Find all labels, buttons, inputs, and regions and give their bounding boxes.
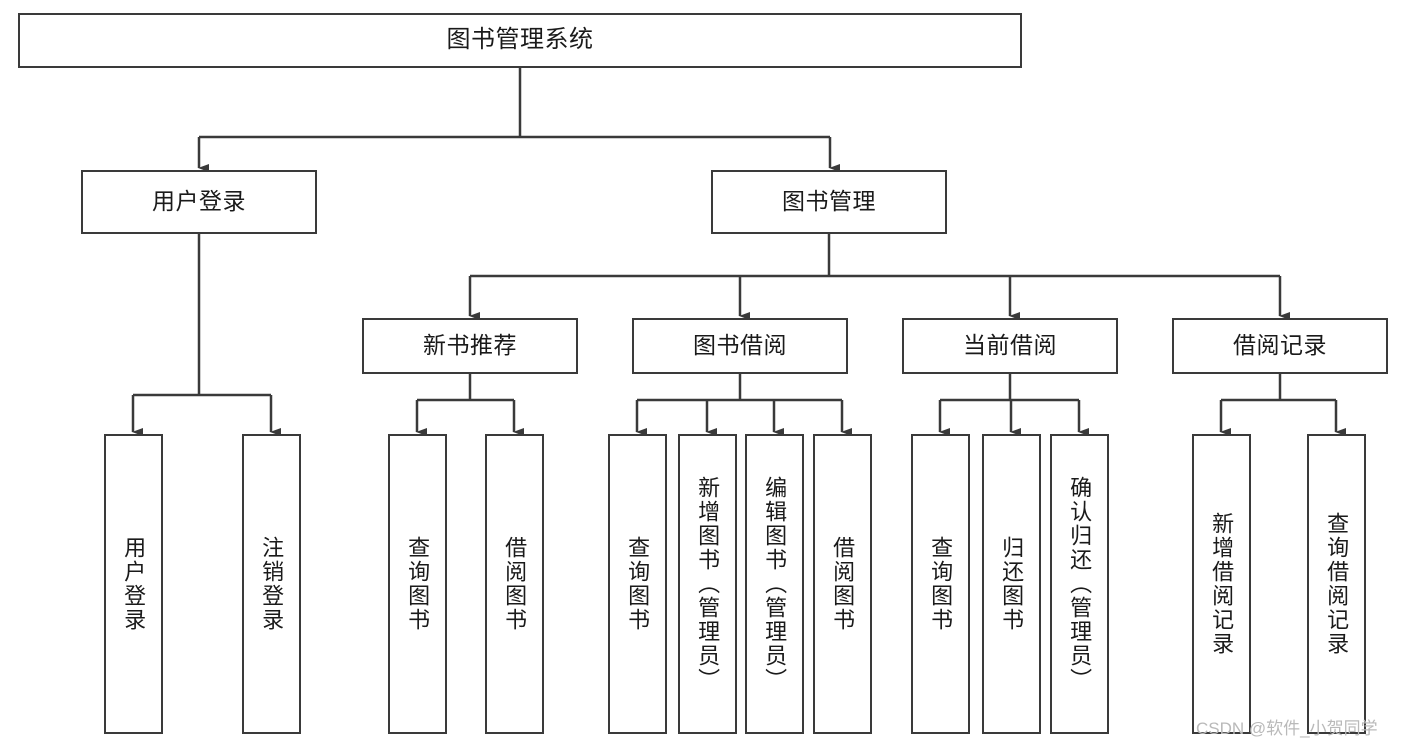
node-book-manage[interactable]: 图书管理 [711,170,947,234]
node-leaf-query-book-1[interactable]: 查询图书 [388,434,447,734]
node-current-borrow[interactable]: 当前借阅 [902,318,1118,374]
node-leaf-add-record-label: 新增借阅记录 [1209,512,1235,656]
node-leaf-logout-label: 注销登录 [259,536,285,632]
node-leaf-query-book-3[interactable]: 查询图书 [911,434,970,734]
node-borrow-record-label: 借阅记录 [1233,332,1327,359]
node-root-label: 图书管理系统 [446,26,594,54]
node-leaf-query-book-2[interactable]: 查询图书 [608,434,667,734]
node-leaf-logout[interactable]: 注销登录 [242,434,301,734]
node-leaf-query-book-1-label: 查询图书 [405,536,431,632]
node-leaf-edit-book[interactable]: 编辑图书（管理员） [745,434,804,734]
node-leaf-confirm-return[interactable]: 确认归还（管理员） [1050,434,1109,734]
node-leaf-add-book[interactable]: 新增图书（管理员） [678,434,737,734]
node-leaf-borrow-book-1[interactable]: 借阅图书 [485,434,544,734]
node-current-borrow-label: 当前借阅 [963,332,1057,359]
node-leaf-borrow-book-2-label: 借阅图书 [830,536,856,632]
node-leaf-user-login-label: 用户登录 [121,536,147,632]
node-leaf-confirm-return-label: 确认归还（管理员） [1067,476,1093,692]
node-new-book-rec-label: 新书推荐 [423,332,517,359]
node-leaf-query-record-label: 查询借阅记录 [1324,512,1350,656]
node-leaf-user-login[interactable]: 用户登录 [104,434,163,734]
node-leaf-return-book[interactable]: 归还图书 [982,434,1041,734]
node-leaf-query-book-2-label: 查询图书 [625,536,651,632]
node-leaf-add-record[interactable]: 新增借阅记录 [1192,434,1251,734]
node-book-manage-label: 图书管理 [782,188,876,215]
node-root[interactable]: 图书管理系统 [18,13,1022,68]
node-user-login-label: 用户登录 [152,188,246,215]
node-leaf-return-book-label: 归还图书 [999,536,1025,632]
node-user-login[interactable]: 用户登录 [81,170,317,234]
node-leaf-borrow-book-2[interactable]: 借阅图书 [813,434,872,734]
node-leaf-add-book-label: 新增图书（管理员） [695,476,721,692]
node-book-borrow[interactable]: 图书借阅 [632,318,848,374]
node-leaf-edit-book-label: 编辑图书（管理员） [762,476,788,692]
node-leaf-query-record[interactable]: 查询借阅记录 [1307,434,1366,734]
node-book-borrow-label: 图书借阅 [693,332,787,359]
node-leaf-query-book-3-label: 查询图书 [928,536,954,632]
node-new-book-rec[interactable]: 新书推荐 [362,318,578,374]
csdn-watermark: CSDN @软件_小贺同学 [1196,719,1378,738]
node-borrow-record[interactable]: 借阅记录 [1172,318,1388,374]
node-leaf-borrow-book-1-label: 借阅图书 [502,536,528,632]
